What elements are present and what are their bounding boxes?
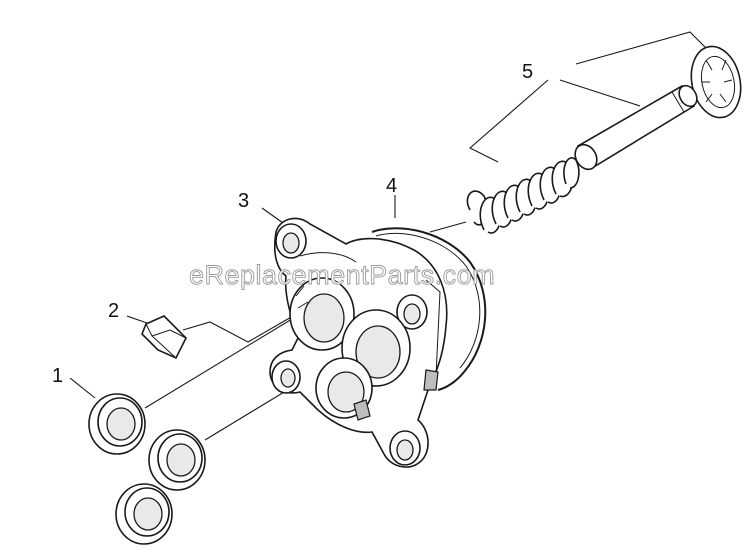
watermark-text: eReplacementParts.com [189,260,495,290]
callout-3: 3 [238,190,249,212]
callout-5: 5 [522,61,533,83]
piston-part-5 [574,84,698,171]
callout-4: 4 [386,175,397,197]
seal-part-1-middle [148,429,206,491]
retainer-clip-part-5 [690,45,742,119]
insert-part-2 [141,315,187,360]
seal-part-1-upper [88,393,146,455]
callout-1: 1 [52,365,63,387]
seal-part-1-lower [115,483,173,545]
spring-part-5 [466,157,580,234]
callout-2: 2 [108,300,119,322]
valve-housing-part-3 [269,217,448,468]
